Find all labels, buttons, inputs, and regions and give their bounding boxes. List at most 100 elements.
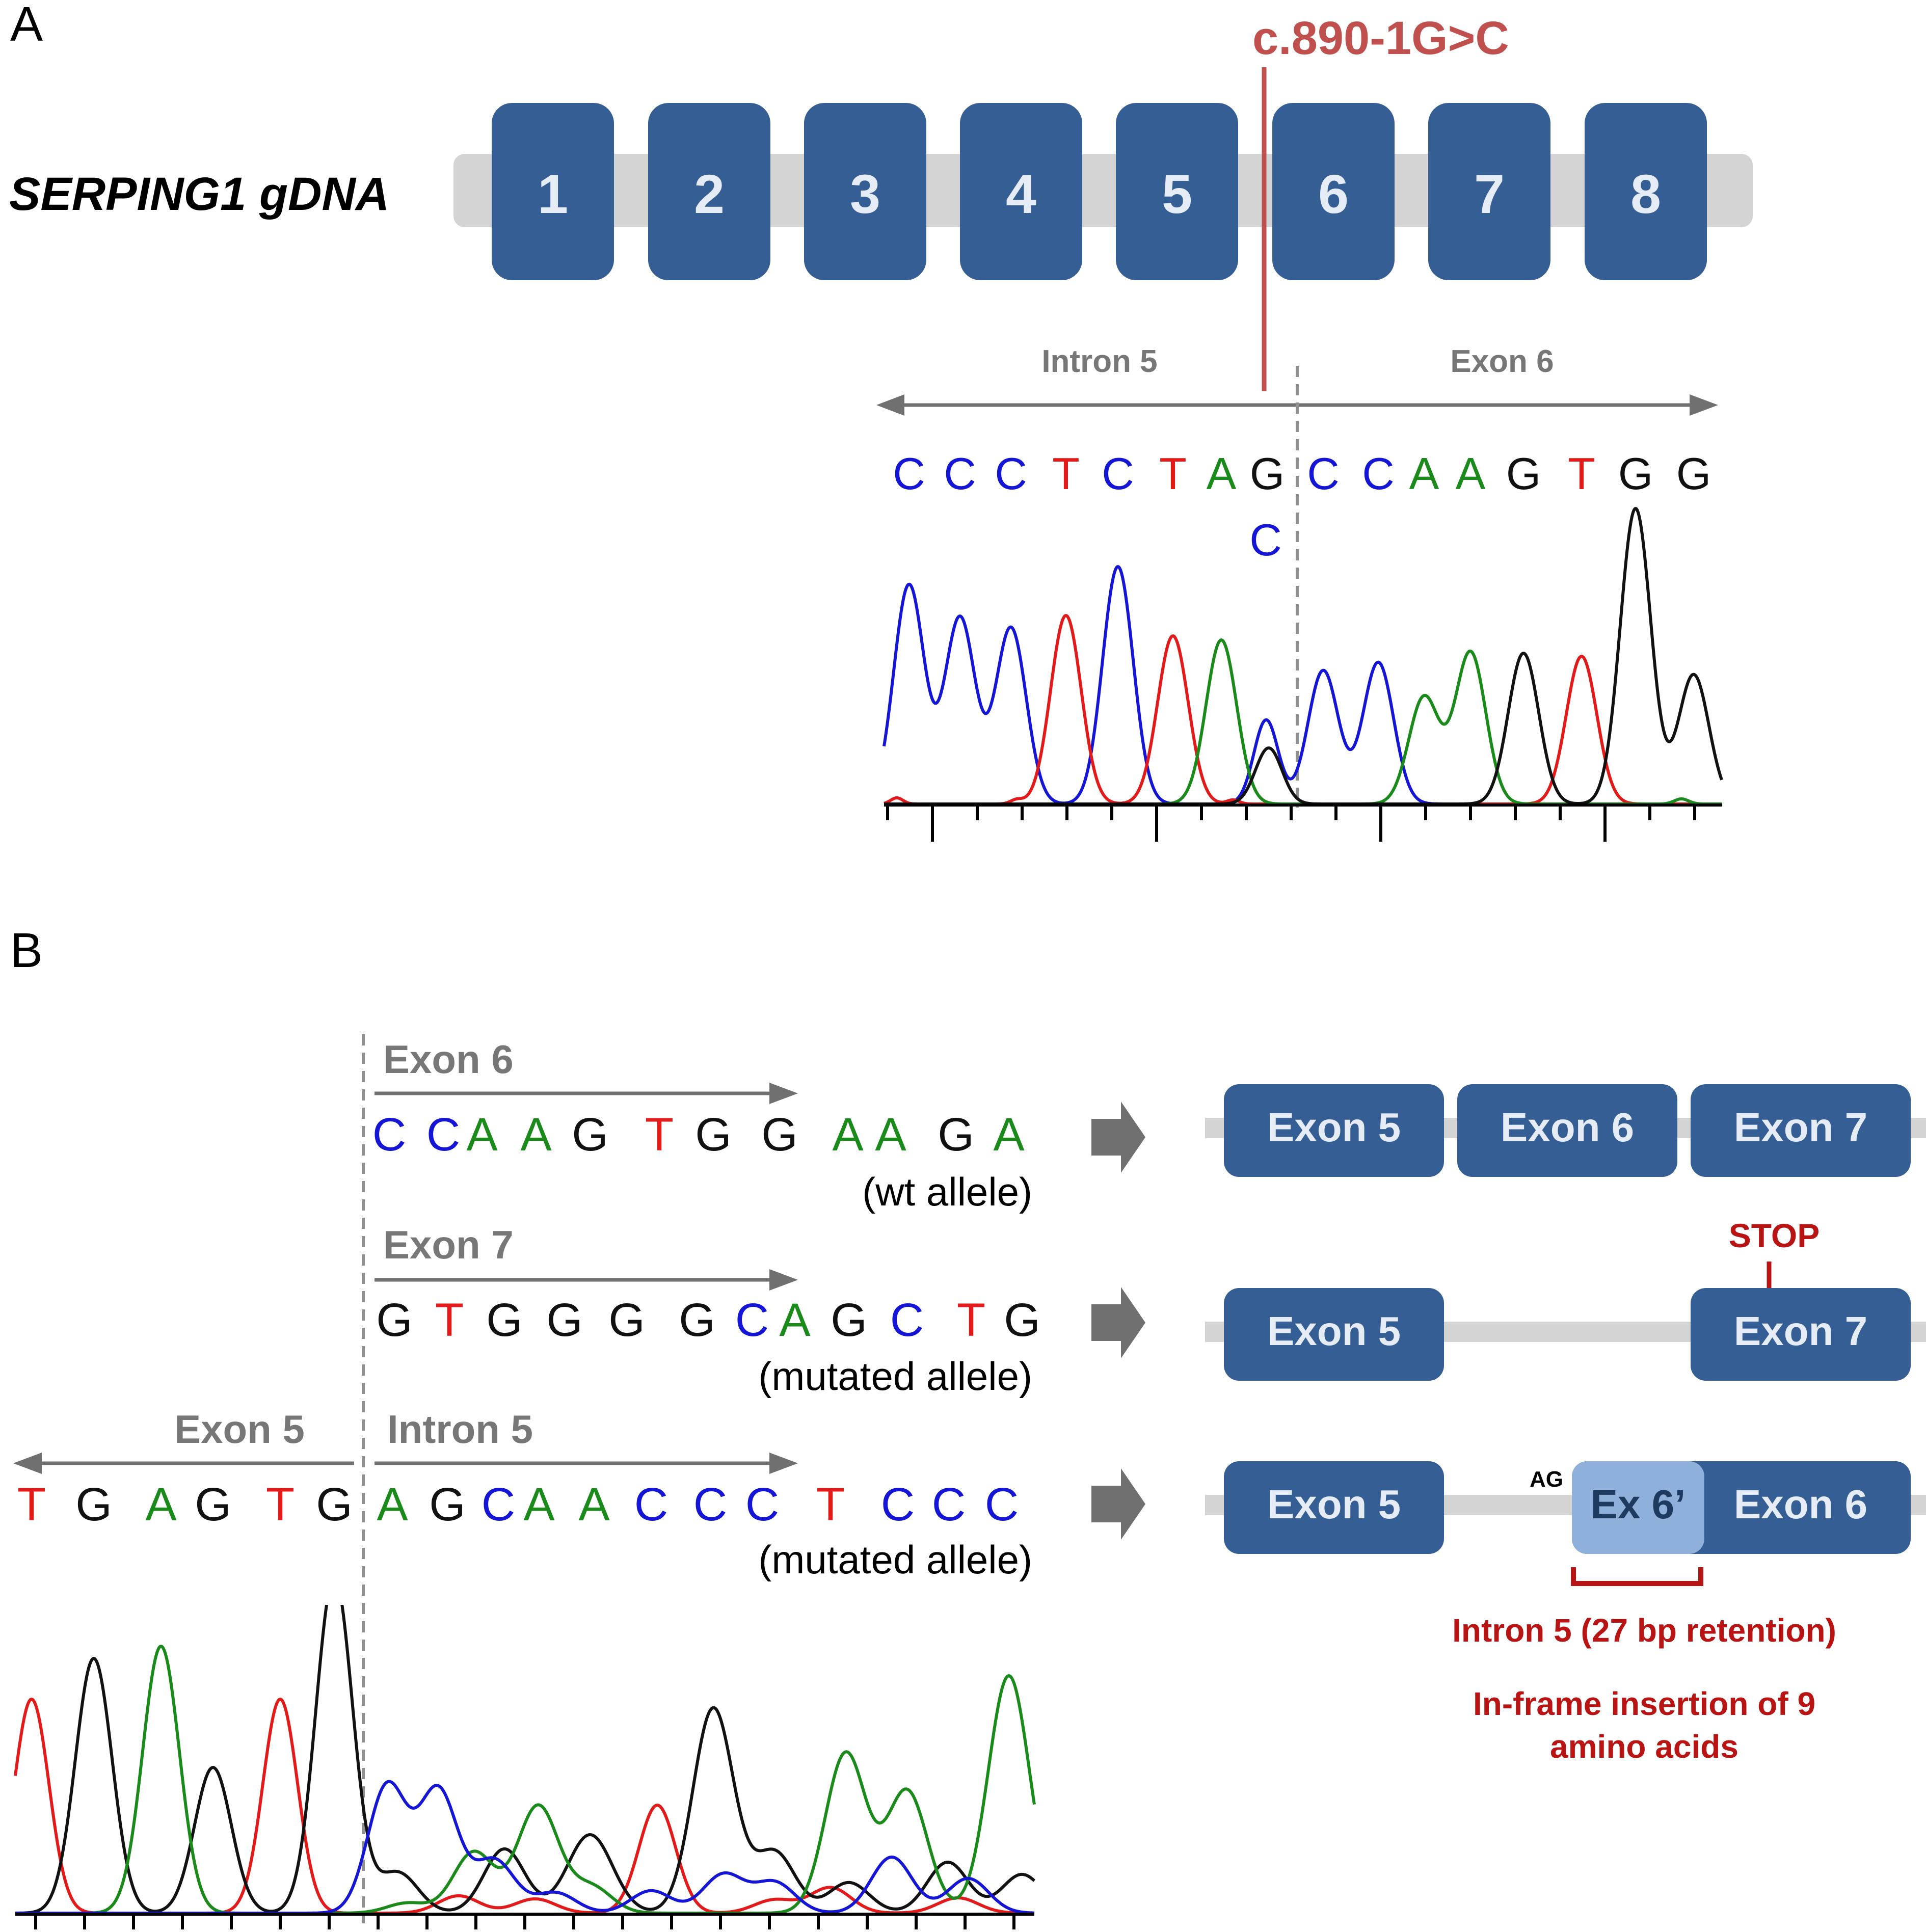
intron-label-a: Intron 5 xyxy=(1041,344,1157,379)
transcript1-exon5-label: Exon 5 xyxy=(1267,1105,1401,1150)
row3-exon-label: Exon 5 xyxy=(174,1407,305,1452)
transcript3-exon5 xyxy=(1224,1461,1444,1554)
exon-box-5 xyxy=(1116,103,1238,280)
arrowhead-left xyxy=(876,394,904,416)
base-C: C xyxy=(735,1294,769,1346)
exon-box-8 xyxy=(1585,103,1707,280)
base-A: A xyxy=(145,1479,177,1531)
base-G: G xyxy=(1250,448,1285,499)
base-G: G xyxy=(1506,448,1541,499)
base-A: A xyxy=(779,1294,811,1346)
gene-backbone xyxy=(453,154,1753,227)
exon-number: 3 xyxy=(850,163,880,225)
base-C: C xyxy=(893,448,925,499)
base-C: C xyxy=(985,1479,1019,1531)
base-T: T xyxy=(816,1479,845,1531)
exon-box-3 xyxy=(804,103,926,280)
transcript1-exon6-label: Exon 6 xyxy=(1501,1105,1634,1150)
base-C: C xyxy=(693,1479,727,1531)
exon-box-6 xyxy=(1272,103,1395,280)
trace-blue xyxy=(882,565,1722,805)
base-G: G xyxy=(1676,448,1711,499)
base-A: A xyxy=(993,1109,1025,1161)
transcript1-exon5 xyxy=(1224,1084,1444,1177)
exon-label-a: Exon 6 xyxy=(1450,344,1554,379)
cryptic-exon-label: Ex 6’ xyxy=(1591,1482,1686,1527)
base-C: C xyxy=(634,1479,668,1531)
exon-number: 1 xyxy=(538,163,568,225)
base-C: C xyxy=(890,1294,924,1346)
trace-green xyxy=(15,1645,1036,1915)
base-T: T xyxy=(266,1479,295,1531)
base-A: A xyxy=(1207,448,1237,499)
base-G: G xyxy=(761,1109,798,1161)
transcript1-exon7 xyxy=(1691,1084,1911,1177)
base-T: T xyxy=(435,1294,464,1346)
row1-exon-label: Exon 6 xyxy=(383,1037,514,1082)
gene-label: SERPING1 gDNA xyxy=(9,168,389,220)
base-C: C xyxy=(932,1479,966,1531)
base-G: G xyxy=(695,1109,732,1161)
base-G: G xyxy=(429,1479,466,1531)
exon-box-7 xyxy=(1428,103,1550,280)
row2-block-arrow xyxy=(1091,1287,1145,1358)
base-G: G xyxy=(679,1294,715,1346)
base-T: T xyxy=(645,1109,674,1161)
base-G: G xyxy=(376,1294,413,1346)
exon-track: 1 2 3 4 5 6 7 8 xyxy=(492,103,1707,280)
chromatogram-b xyxy=(14,1605,1036,1915)
insertion-note-line1: In-frame insertion of 9 xyxy=(1473,1685,1815,1722)
base-G: G xyxy=(316,1479,353,1531)
base-C: C xyxy=(881,1479,915,1531)
transcript2-exon5-label: Exon 5 xyxy=(1267,1308,1401,1354)
row1-arrowhead xyxy=(769,1083,798,1104)
base-G: G xyxy=(486,1294,523,1346)
base-G: G xyxy=(572,1109,608,1161)
chromatogram-axis-a xyxy=(884,803,1722,842)
base-A: A xyxy=(466,1109,498,1161)
cryptic-exon-box xyxy=(1572,1461,1704,1554)
base-G: G xyxy=(75,1479,112,1531)
trace-red xyxy=(14,1698,1035,1915)
base-C: C xyxy=(481,1479,515,1531)
base-T: T xyxy=(17,1479,46,1531)
row3-right-arrowhead xyxy=(769,1453,798,1474)
exon-number: 7 xyxy=(1474,163,1505,225)
transcript1-exon7-label: Exon 7 xyxy=(1734,1105,1867,1150)
base-A: A xyxy=(1409,448,1439,499)
exon-number: 6 xyxy=(1318,163,1349,225)
trace-red xyxy=(884,614,1722,805)
panel-letter-b: B xyxy=(10,923,43,978)
exon-number: 5 xyxy=(1162,163,1192,225)
row2-allele: (mutated allele) xyxy=(758,1354,1032,1399)
ag-label: AG xyxy=(1530,1467,1563,1492)
transcript2-exon5 xyxy=(1224,1288,1444,1381)
base-T: T xyxy=(1568,448,1595,499)
row1-block-arrow xyxy=(1091,1102,1145,1173)
row3-left-arrowhead xyxy=(13,1453,42,1474)
base-C: C xyxy=(1307,448,1340,499)
base-C: C xyxy=(1102,448,1134,499)
panel-letter-a: A xyxy=(10,0,43,51)
base-T: T xyxy=(957,1294,985,1346)
row3-intron-label: Intron 5 xyxy=(387,1407,533,1452)
retention-bracket xyxy=(1571,1567,1703,1586)
row2-arrowhead xyxy=(769,1269,798,1291)
base-G: G xyxy=(938,1109,974,1161)
chromatogram-a xyxy=(882,507,1723,805)
exon-number: 4 xyxy=(1006,163,1036,225)
exon-number: 8 xyxy=(1630,163,1661,225)
base-G: G xyxy=(608,1294,645,1346)
base-A: A xyxy=(875,1109,906,1161)
base-C: C xyxy=(1362,448,1395,499)
chromatogram-axis-b xyxy=(15,1913,1034,1929)
mutant-base: C xyxy=(1249,515,1282,565)
row1-allele: (wt allele) xyxy=(862,1169,1032,1214)
transcript2-exon7-label: Exon 7 xyxy=(1734,1308,1867,1354)
base-G: G xyxy=(1618,448,1653,499)
